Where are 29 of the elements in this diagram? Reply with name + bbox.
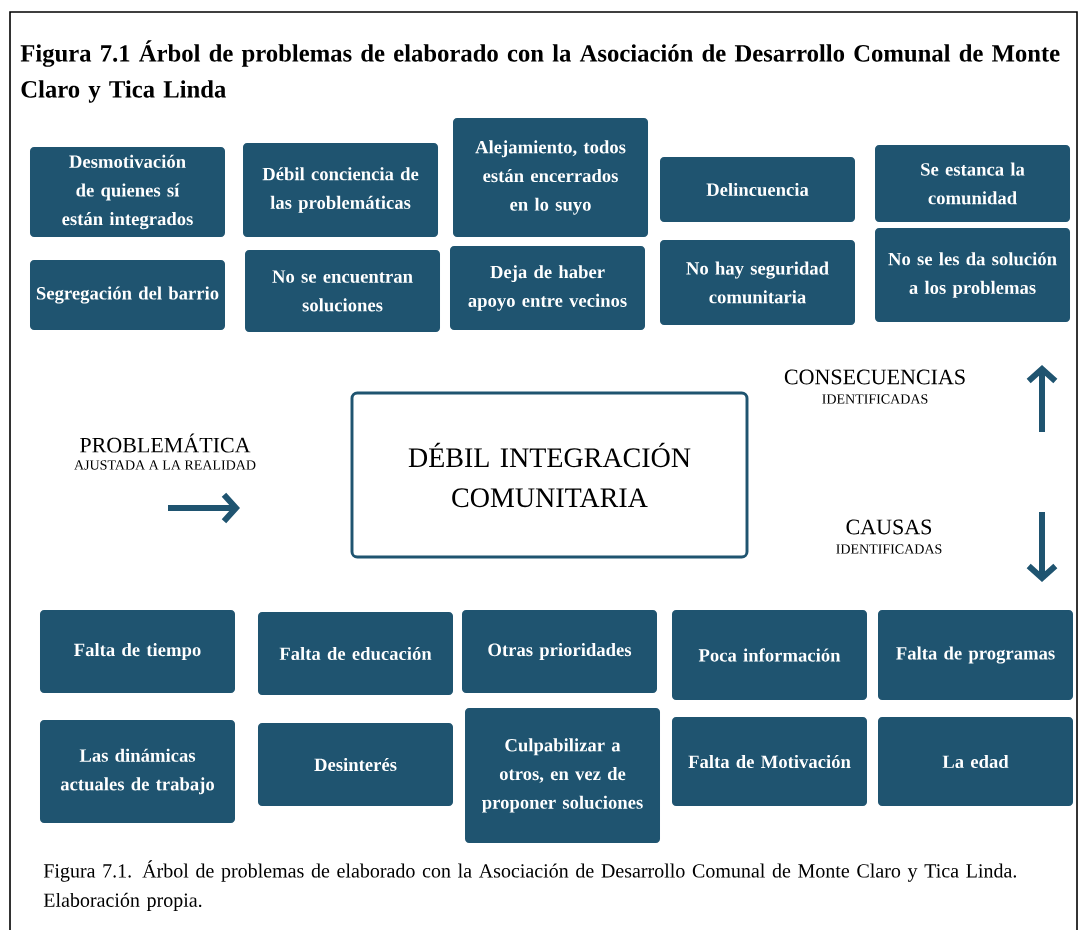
cause-box: La edad: [878, 717, 1073, 806]
consequence-box: Débil conciencia de las problemáticas: [243, 143, 438, 237]
cause-box: Falta de programas: [878, 610, 1073, 700]
section-heading: CONSECUENCIAS: [784, 369, 965, 385]
consequence-box: Alejamiento, todos están encerrados en lo suyo: [453, 118, 648, 237]
cause-box: Falta de Motivación: [672, 717, 867, 806]
figure-caption: Figura 7.1. Árbol de problemas de elaborado con la Asociación de Desarrollo Comunal de Monte Claro y Tica Linda. Elaboración propia.: [43, 860, 1017, 912]
cause-box: Desinterés: [258, 723, 453, 806]
consequence-box: No se encuentran soluciones: [245, 250, 440, 332]
consequence-box: Desmotivación de quienes sí están integrados: [30, 147, 225, 237]
section-heading: CAUSAS: [846, 519, 932, 535]
consequence-box: Se estanca la comunidad: [875, 145, 1070, 222]
core-problem-box: DÉBIL INTEGRACIÓN COMUNITARIA: [350, 391, 749, 559]
section-subheading: AJUSTADA A LA REALIDAD: [74, 460, 256, 470]
cause-box: Las dinámicas actuales de trabajo: [40, 720, 235, 823]
consequence-box: Segregación del barrio: [30, 260, 225, 330]
cause-box: Poca información: [672, 610, 867, 700]
consequence-box: No se les da solución a los problemas: [875, 228, 1070, 322]
figure-title: Figura 7.1 Árbol de problemas de elaborado con la Asociación de Desarrollo Comunal de Monte Claro y Tica Linda: [20, 40, 1060, 103]
cause-box: Otras prioridades: [462, 610, 657, 693]
consequence-box: Delincuencia: [660, 157, 855, 222]
consequence-box: Deja de haber apoyo entre vecinos: [450, 246, 645, 330]
cause-box: Falta de tiempo: [40, 610, 235, 693]
cause-box: Falta de educación: [258, 612, 453, 695]
consequence-box: No hay seguridad comunitaria: [660, 240, 855, 325]
section-heading: PROBLEMÁTICA: [80, 433, 251, 453]
section-subheading: IDENTIFICADAS: [836, 544, 942, 554]
cause-box: Culpabilizar a otros, en vez de proponer soluciones: [465, 708, 660, 843]
section-subheading: IDENTIFICADAS: [822, 394, 928, 404]
